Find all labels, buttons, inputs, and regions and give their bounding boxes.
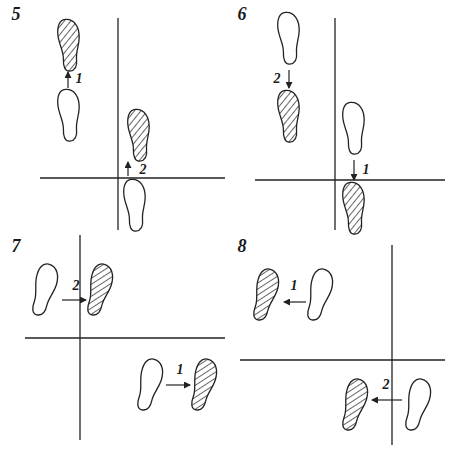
figure-number: 8	[236, 236, 249, 256]
step-number: 1	[74, 71, 85, 87]
step-number: 2	[272, 71, 283, 87]
step-number: 2	[71, 278, 82, 294]
step-number: 1	[175, 362, 186, 378]
figure-number: 6	[236, 4, 249, 24]
step-number: 2	[381, 377, 392, 393]
step-number: 2	[138, 162, 149, 178]
step-number: 1	[289, 278, 300, 294]
figure-number: 5	[10, 4, 23, 24]
figure-number: 7	[10, 236, 23, 256]
step-number: 1	[361, 162, 372, 178]
